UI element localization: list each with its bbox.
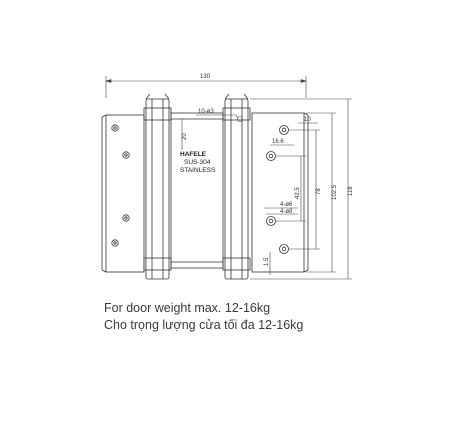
hinge-technical-drawing: 130 20 HAFELE SUS-304 STAINLESS xyxy=(101,74,354,280)
overall-width-label: 130 xyxy=(200,74,211,80)
grade-stamp: SUS-304 xyxy=(184,159,211,166)
material-stamp: STAINLESS xyxy=(180,167,216,174)
hole-inset-label: 16.6 xyxy=(272,139,284,145)
bottom-gap-label: 1.5 xyxy=(264,257,270,266)
outer-spacing-label: 78 xyxy=(316,188,322,195)
slot-spacing-label: 102.5 xyxy=(332,184,338,200)
left-leaf-plate xyxy=(101,114,145,273)
small-hole-label: 4-ø6 xyxy=(280,202,293,208)
right-leaf-plate xyxy=(251,112,309,273)
brand-stamp: HAFELE xyxy=(180,151,207,158)
caption-vietnamese: Cho trọng lượng cửa tối đa 12-16kg xyxy=(104,318,304,332)
hinge-offset-label: 20 xyxy=(182,133,188,140)
hole-offset-label: 10 xyxy=(304,117,311,123)
right-plate-screw-holes xyxy=(266,125,289,254)
dowel-callout xyxy=(196,114,243,122)
dowel-label: 10-ø3 xyxy=(198,109,214,115)
center-joint-plate xyxy=(170,112,224,269)
overall-height-label: 118 xyxy=(348,186,354,196)
right-hinge-barrel xyxy=(222,93,251,280)
mid-spacing-label: 42.5 xyxy=(295,187,301,199)
large-hole-label: 4-ø8 xyxy=(280,209,293,215)
overall-width-dimension xyxy=(104,76,308,98)
left-plate-screw-holes xyxy=(111,124,130,247)
right-plate-dimensions xyxy=(250,98,352,280)
caption-english: For door weight max. 12-16kg xyxy=(104,301,271,315)
left-hinge-barrel xyxy=(143,93,172,280)
